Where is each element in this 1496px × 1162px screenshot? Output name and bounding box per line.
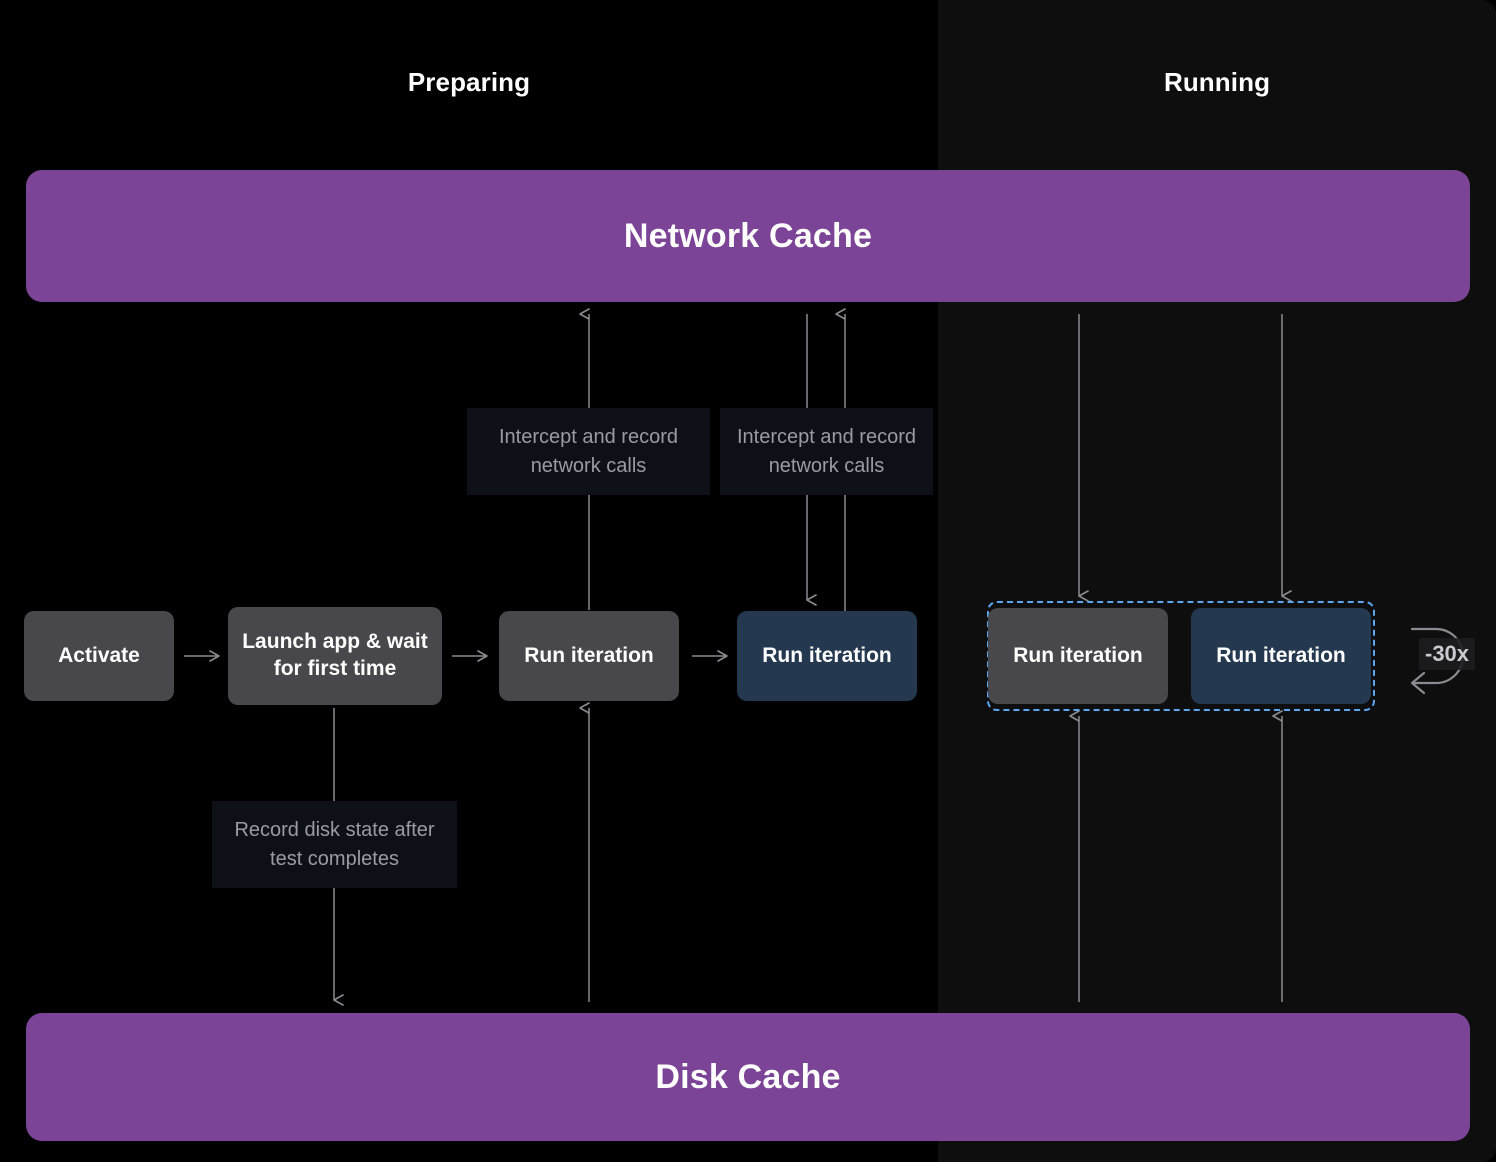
note-intercept-record-1: Intercept and record network calls (467, 408, 710, 495)
note-intercept-record-2: Intercept and record network calls (720, 408, 933, 495)
step-run-iteration-running-2[interactable]: Run iteration (1191, 608, 1371, 704)
network-cache-bar: Network Cache (26, 170, 1470, 302)
disk-cache-bar: Disk Cache (26, 1013, 1470, 1141)
step-activate[interactable]: Activate (24, 611, 174, 701)
panel-title-preparing: Preparing (407, 67, 531, 97)
step-launch-app[interactable]: Launch app & wait for first time (228, 607, 442, 705)
step-run-iteration-prepare-2[interactable]: Run iteration (737, 611, 917, 701)
loop-count-badge: -30x (1419, 638, 1476, 670)
note-record-disk-state: Record disk state after test completes (212, 801, 457, 888)
step-run-iteration-running-1[interactable]: Run iteration (988, 608, 1168, 704)
panel-title-running: Running (1163, 67, 1271, 97)
step-run-iteration-prepare-1[interactable]: Run iteration (499, 611, 679, 701)
